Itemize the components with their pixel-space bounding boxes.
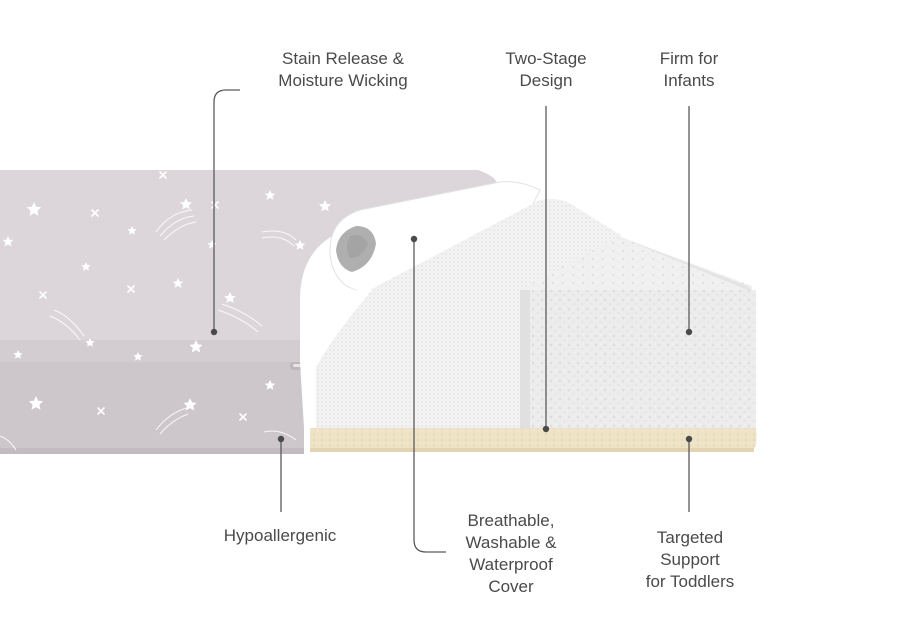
- shooting-star-trail: [53, 309, 85, 337]
- callout-line-breathable: [413, 240, 446, 553]
- callout-dot-firm: [685, 328, 693, 336]
- callout-line-stain: [213, 89, 240, 330]
- foam-top-surface: [520, 236, 752, 292]
- star-icon: [28, 396, 44, 410]
- cross-icon: [211, 201, 219, 209]
- star-icon: [26, 202, 42, 216]
- callout-label-targeted: Targeted Support for Toddlers: [625, 527, 755, 593]
- liner-curl-highlight: [347, 235, 368, 258]
- callout-label-line: for Toddlers: [645, 572, 735, 591]
- cover-front-side: [0, 362, 304, 452]
- shooting-star-trail: [0, 435, 17, 451]
- callout-label-two-stage: Two-Stage Design: [486, 48, 606, 92]
- star-icon: [294, 240, 306, 250]
- star-icon: [264, 380, 276, 390]
- shooting-star-trail: [163, 221, 197, 241]
- shooting-star-trail: [263, 430, 297, 441]
- callout-label-line: Support: [660, 550, 720, 569]
- callout-label-line: Two-Stage: [505, 49, 587, 68]
- shooting-star-trail: [155, 407, 187, 431]
- breathable-liner: [300, 198, 622, 428]
- star-icon: [133, 352, 143, 361]
- star-icon: [127, 226, 137, 235]
- star-icon: [172, 278, 184, 288]
- star-icon: [318, 200, 331, 212]
- cross-icon: [159, 171, 167, 179]
- callout-dot-targeted: [685, 435, 693, 443]
- callout-label-line: Waterproof: [469, 555, 553, 574]
- star-icon: [85, 338, 95, 347]
- callout-label-firm: Firm for Infants: [634, 48, 744, 92]
- callout-dot-hypo: [277, 435, 285, 443]
- callout-label-line: Firm for: [659, 49, 719, 68]
- shooting-star-trail: [155, 209, 193, 233]
- peeled-liner: [329, 181, 541, 295]
- foam-core: [520, 236, 756, 428]
- callout-label-line: Design: [519, 71, 573, 90]
- callout-label-line: Stain Release &: [282, 49, 404, 68]
- shooting-star-trail: [261, 230, 297, 241]
- star-icon: [13, 350, 23, 359]
- star-icon: [264, 190, 276, 200]
- callout-dots: [210, 235, 693, 443]
- shooting-star-trail: [159, 215, 195, 237]
- star-icon: [224, 292, 236, 303]
- cross-icon: [239, 413, 247, 421]
- cross-icon: [91, 209, 99, 217]
- callout-label-stain: Stain Release & Moisture Wicking: [255, 48, 431, 92]
- star-icon: [2, 236, 14, 247]
- callout-label-breathable: Breathable, Washable & Waterproof Cover: [448, 510, 574, 598]
- callout-label-line: Targeted: [656, 528, 724, 547]
- cross-icon: [127, 285, 135, 293]
- callout-label-line: Moisture Wicking: [278, 71, 408, 90]
- shooting-star-trail: [49, 315, 81, 341]
- foam-front-face: [520, 290, 756, 428]
- callout-dot-stain: [210, 328, 218, 336]
- cross-icon: [97, 407, 105, 415]
- callout-dot-breathable: [410, 235, 418, 243]
- cover-bottom-edge: [0, 448, 304, 454]
- liner-top-surface: [370, 198, 622, 290]
- base-bottom-edge: [310, 448, 754, 452]
- shooting-star-trail: [159, 413, 189, 435]
- star-icon: [81, 262, 91, 271]
- callout-dot-two-stage: [542, 425, 550, 433]
- callout-label-line: Washable &: [465, 533, 557, 552]
- cover-star-pattern: [0, 171, 331, 451]
- callout-lines: [213, 89, 690, 553]
- star-icon: [180, 198, 192, 210]
- callout-label-hypo: Hypoallergenic: [200, 525, 360, 547]
- callout-label-line: Breathable,: [467, 511, 555, 530]
- cross-icon: [39, 291, 47, 299]
- foam-side-shade: [520, 290, 530, 428]
- callout-label-line: Hypoallergenic: [223, 526, 337, 545]
- callout-label-line: Cover: [488, 577, 534, 596]
- shooting-star-trail: [217, 309, 259, 333]
- callout-label-line: Infants: [663, 71, 715, 90]
- shooting-star-trail: [221, 303, 263, 327]
- star-icon: [189, 340, 203, 353]
- liner-white-wrap: [300, 290, 372, 428]
- support-base: [310, 428, 757, 452]
- cover-fold-shadow: [0, 340, 300, 362]
- base-layer: [310, 428, 757, 450]
- shooting-star-trail: [261, 236, 295, 247]
- star-icon: [183, 398, 197, 411]
- liner-front-face: [310, 290, 520, 428]
